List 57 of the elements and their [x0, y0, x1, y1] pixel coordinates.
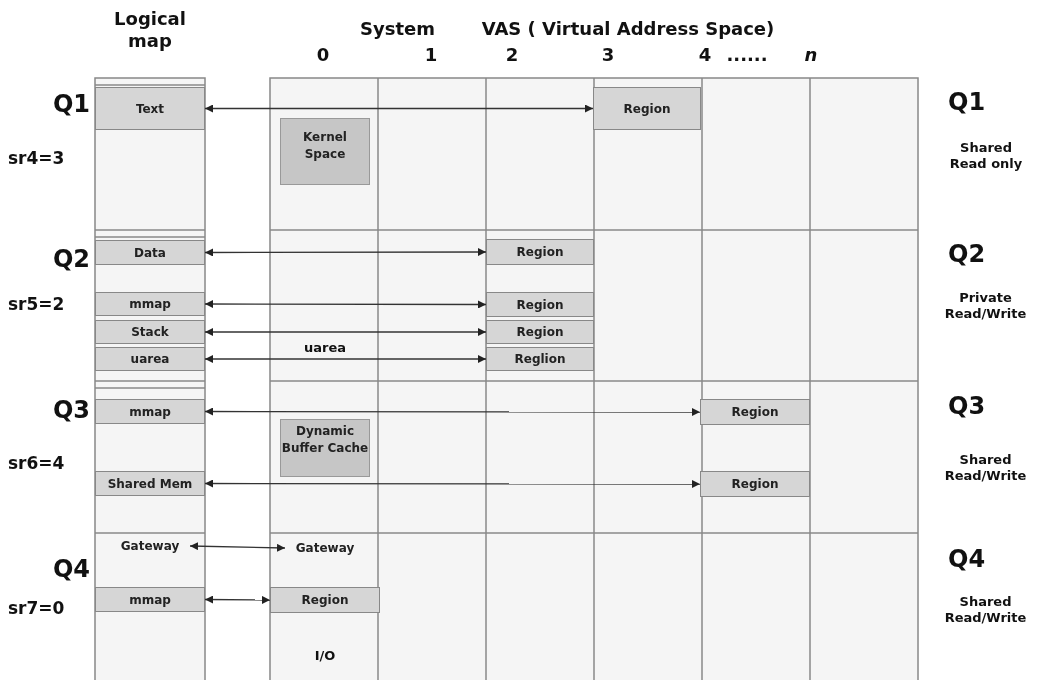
column-number: 1 [423, 44, 439, 66]
arrow [204, 595, 271, 604]
column-heading: System [359, 18, 436, 40]
quadrant-label: Q3 [948, 392, 987, 421]
gateway-label: Gateway [285, 538, 365, 558]
segment-box: mmap [95, 292, 205, 316]
buffer-cache-box: Dynamic Buffer Cache [280, 419, 370, 477]
quadrant-label: Q1 [948, 88, 987, 117]
access-note: Shared Read only [948, 140, 1024, 172]
arrow [204, 355, 487, 363]
quadrant-label: Q2 [948, 240, 987, 269]
register-label: sr4=3 [8, 148, 66, 168]
column-heading: VAS ( Virtual Address Space) [480, 18, 776, 40]
column-number: 3 [600, 44, 616, 66]
region-box: Region [700, 471, 810, 497]
arrow [204, 300, 487, 309]
quadrant-label: Q4 [51, 555, 90, 584]
region-box: Region [486, 292, 594, 317]
quadrant-label: Q2 [51, 245, 90, 274]
quadrant-label: Q4 [948, 545, 987, 574]
register-label: sr5=2 [8, 294, 66, 314]
arrow [204, 248, 487, 257]
column-heading: Logical map [113, 8, 187, 52]
area-label: uarea [303, 340, 347, 356]
region-box: Region [486, 320, 594, 344]
quadrant-label: Q3 [51, 396, 90, 425]
segment-box: mmap [95, 587, 205, 612]
segment-box: Data [95, 240, 205, 265]
region-box: Region [270, 587, 380, 613]
column-number: n [803, 44, 819, 66]
gateway-label: Gateway [110, 536, 190, 556]
kernel-space-box: Kernel Space [280, 118, 370, 185]
arrow [189, 542, 286, 552]
segment-box: uarea [95, 347, 205, 371]
region-box: Region [700, 399, 810, 425]
region-box: Region [593, 87, 701, 130]
arrow [204, 328, 487, 336]
access-note: Shared Read/Write [943, 594, 1028, 626]
column-number: 4 [697, 44, 713, 66]
segment-box: Shared Mem [95, 471, 205, 496]
column-number: 0 [315, 44, 331, 66]
segment-box: Stack [95, 320, 205, 344]
access-note: Private Read/Write [943, 290, 1028, 322]
arrow [204, 407, 701, 416]
segment-box: mmap [95, 399, 205, 424]
region-box: Region [486, 239, 594, 265]
arrow [204, 479, 701, 488]
register-label: sr7=0 [8, 598, 66, 618]
column-number: 2 [504, 44, 520, 66]
segment-box: Text [95, 87, 205, 130]
arrow [204, 104, 594, 113]
quadrant-label: Q1 [51, 90, 90, 119]
register-label: sr6=4 [8, 453, 66, 473]
area-label: I/O [313, 648, 337, 664]
ellipsis: ...... [725, 44, 769, 66]
region-box: Reglion [486, 347, 594, 371]
access-note: Shared Read/Write [943, 452, 1028, 484]
